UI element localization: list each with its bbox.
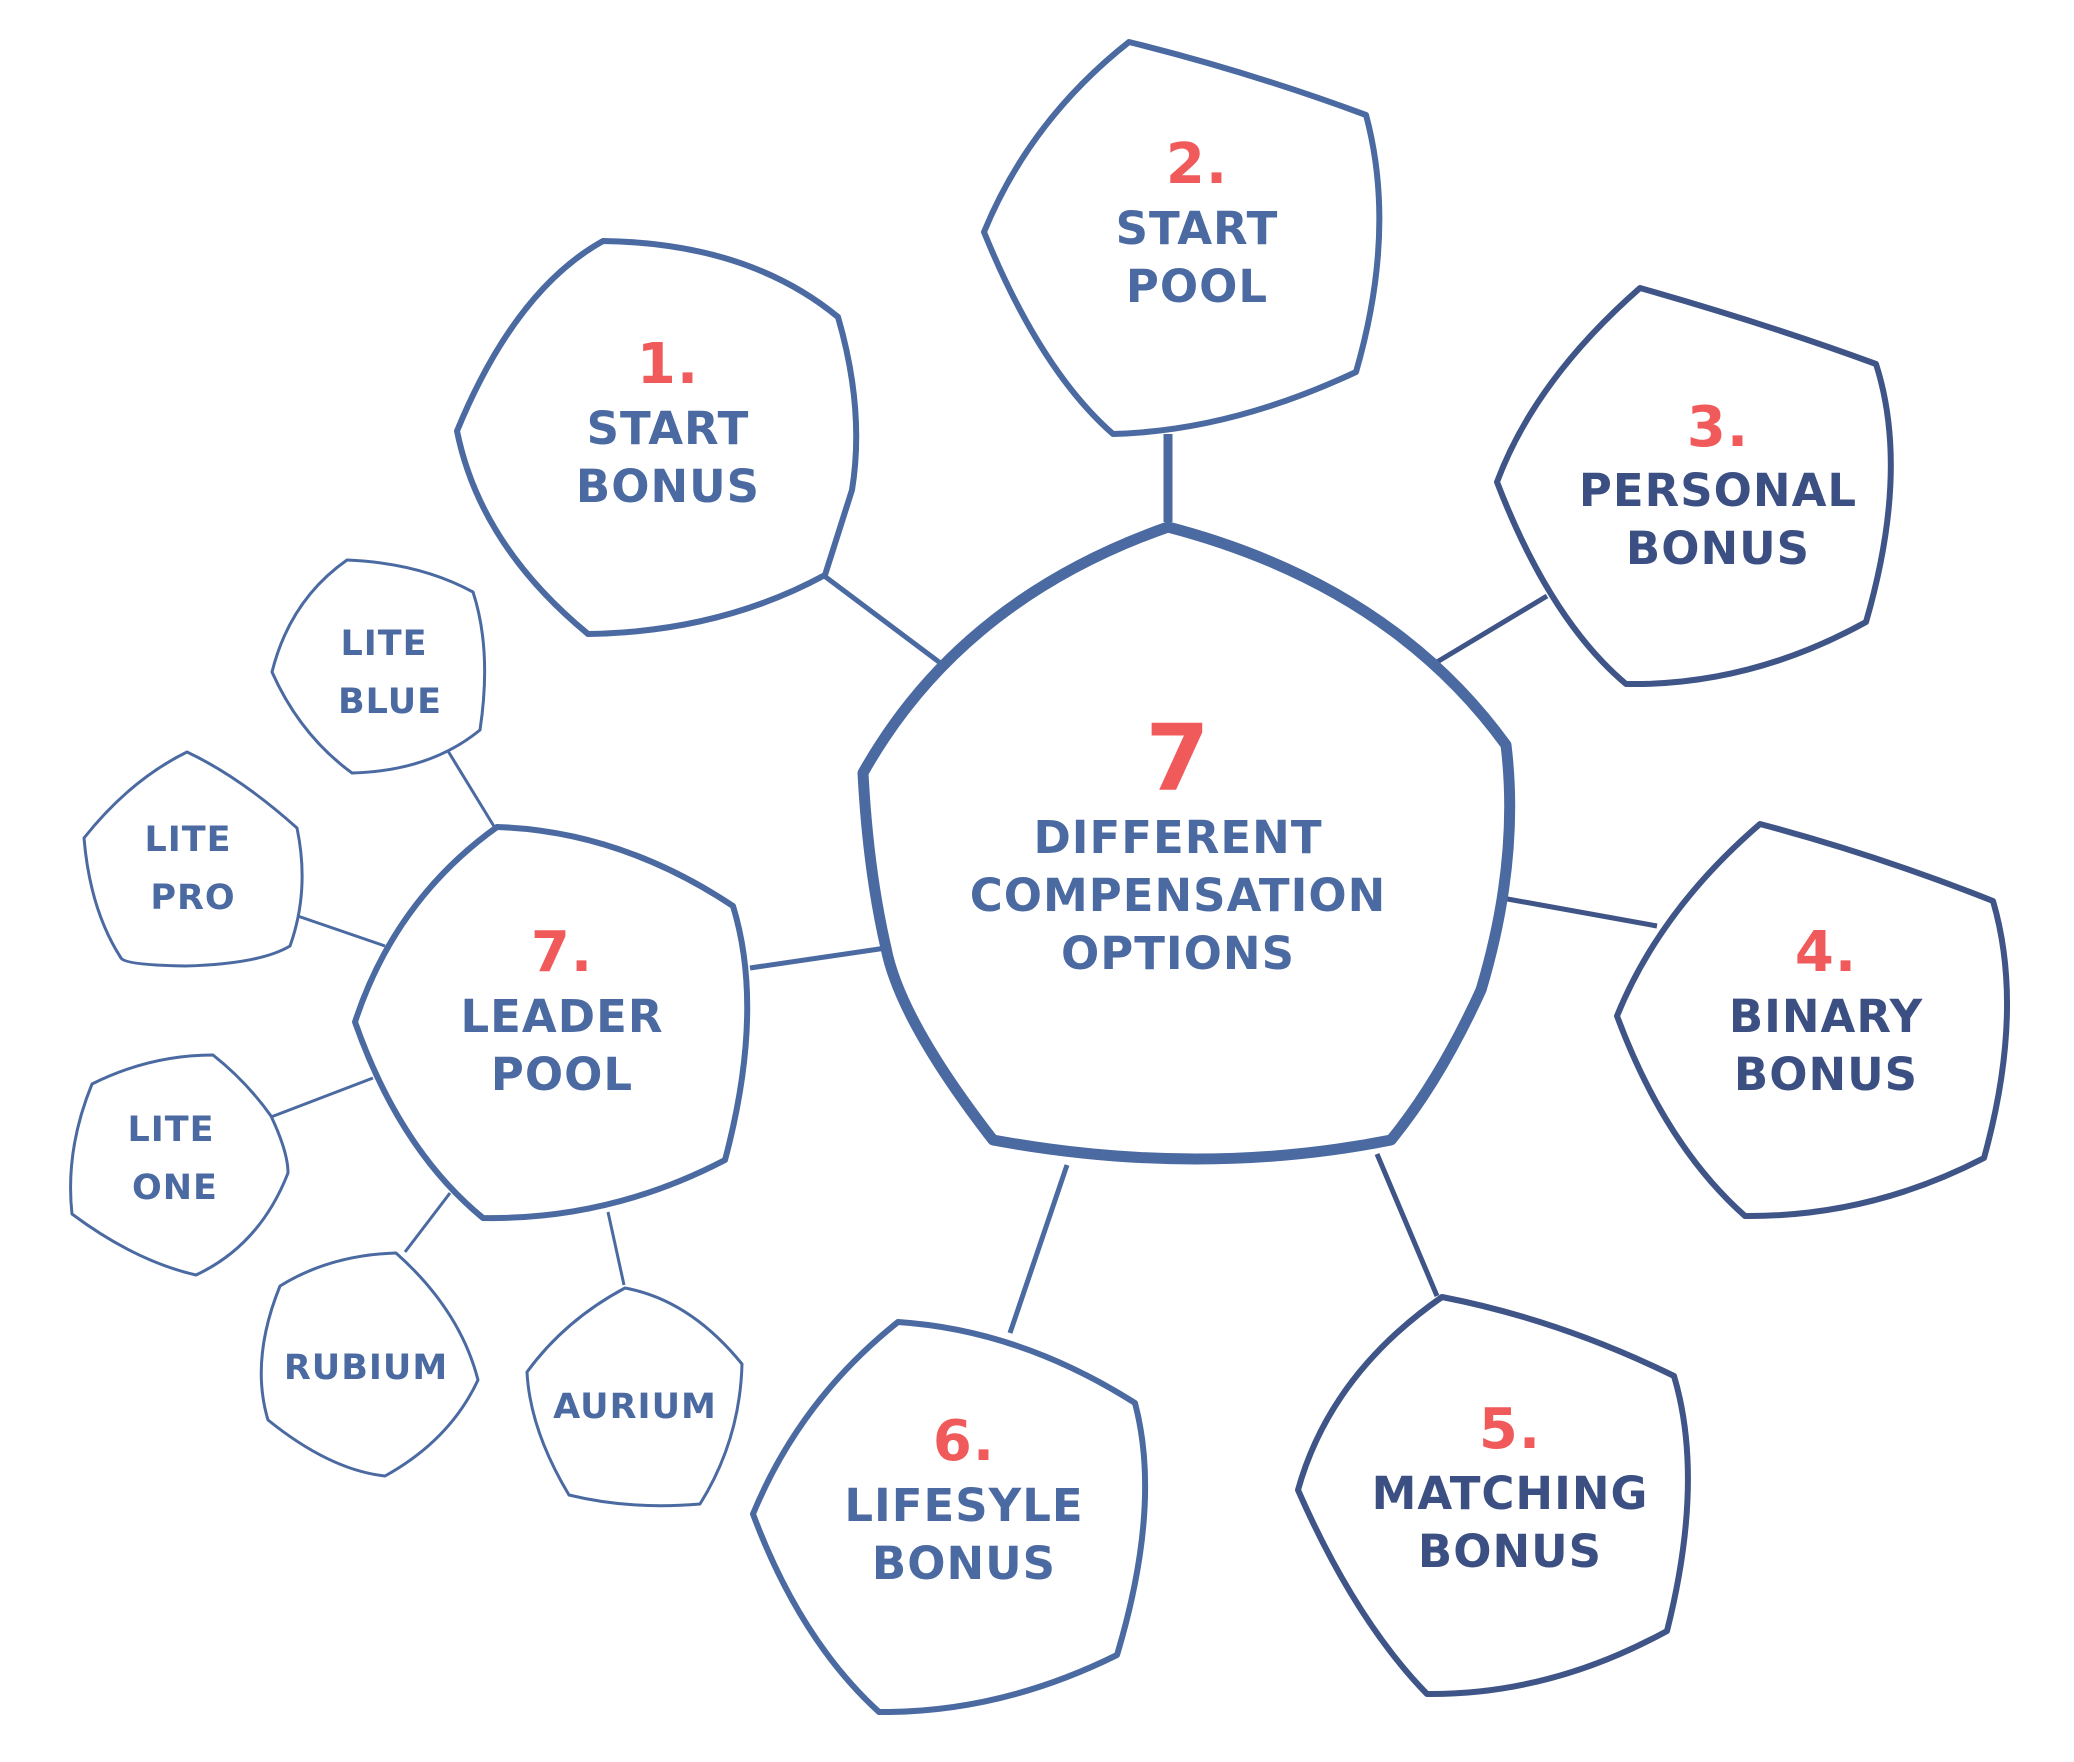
personal-bonus-number: 3. xyxy=(1687,395,1749,460)
start-pool-number: 2. xyxy=(1166,132,1228,197)
connector-center-lifestyle-bonus xyxy=(1007,1164,1070,1334)
lite-one-line-1: LITE xyxy=(127,1110,214,1150)
matching-bonus-line-2: BONUS xyxy=(1418,1525,1602,1578)
lifestyle-bonus-line-1: LIFESYLE xyxy=(844,1479,1083,1532)
binary-bonus-number: 4. xyxy=(1795,920,1857,985)
lifestyle-bonus-line-2: BONUS xyxy=(872,1537,1056,1590)
matching-bonus-shape xyxy=(1295,1294,1691,1698)
personal-bonus-shape xyxy=(1494,285,1894,688)
connector-center-leader-pool xyxy=(749,945,887,971)
binary-bonus-shape xyxy=(1614,821,2010,1220)
lite-blue-line-2: BLUE xyxy=(338,682,442,722)
shapes xyxy=(69,39,2010,1716)
lite-blue-line-1: LITE xyxy=(340,624,427,664)
lite-one-shape xyxy=(69,1053,290,1277)
connector-center-start-bonus xyxy=(821,573,945,667)
connector-leader-rubium xyxy=(403,1192,452,1253)
connector-center-matching-bonus xyxy=(1374,1153,1440,1297)
center-number: 7 xyxy=(1145,705,1210,812)
leader-pool-shape xyxy=(352,824,751,1222)
connector-leader-lite-blue xyxy=(446,750,497,829)
aurium-shape xyxy=(525,1286,744,1508)
center-line-3: OPTIONS xyxy=(1061,927,1295,980)
binary-bonus-line-1: BINARY xyxy=(1729,990,1924,1043)
connector-leader-lite-one xyxy=(270,1076,374,1119)
leader-pool-number: 7. xyxy=(531,920,593,985)
start-pool-shape xyxy=(981,39,1383,437)
center-line-1: DIFFERENT xyxy=(1033,811,1322,864)
connector-leader-lite-pro xyxy=(285,910,386,948)
lite-pro-shape xyxy=(82,750,304,968)
connector-center-personal-bonus xyxy=(1435,593,1549,665)
rubium-shape xyxy=(259,1251,480,1478)
start-bonus-number: 1. xyxy=(637,332,699,397)
connectors xyxy=(270,434,1658,1334)
binary-bonus-line-2: BONUS xyxy=(1734,1048,1918,1101)
lifestyle-bonus-number: 6. xyxy=(933,1409,995,1474)
rubium-label: RUBIUM xyxy=(284,1348,448,1388)
start-pool-line-2: POOL xyxy=(1126,260,1268,313)
leader-pool-line-1: LEADER xyxy=(461,990,664,1043)
labels: 7 DIFFERENT COMPENSATION OPTIONS 1. STAR… xyxy=(127,132,1924,1590)
lite-blue-shape xyxy=(270,558,487,775)
matching-bonus-number: 5. xyxy=(1479,1397,1541,1462)
start-bonus-line-1: START xyxy=(587,402,750,455)
start-pool-line-1: START xyxy=(1116,202,1279,255)
leader-pool-line-2: POOL xyxy=(491,1048,633,1101)
lifestyle-bonus-shape xyxy=(750,1319,1149,1716)
connector-center-binary-bonus xyxy=(1501,895,1658,929)
connector-leader-aurium xyxy=(606,1211,626,1286)
center-hub-shape xyxy=(857,521,1516,1165)
personal-bonus-line-2: BONUS xyxy=(1626,522,1810,575)
center-line-2: COMPENSATION xyxy=(970,869,1387,922)
aurium-label: AURIUM xyxy=(553,1387,717,1427)
lite-one-line-2: ONE xyxy=(132,1168,218,1208)
start-bonus-shape xyxy=(454,238,860,637)
lite-pro-line-1: LITE xyxy=(144,820,231,860)
lite-pro-line-2: PRO xyxy=(150,878,235,918)
matching-bonus-line-1: MATCHING xyxy=(1372,1467,1649,1520)
start-bonus-line-2: BONUS xyxy=(576,460,760,513)
personal-bonus-line-1: PERSONAL xyxy=(1579,464,1857,517)
